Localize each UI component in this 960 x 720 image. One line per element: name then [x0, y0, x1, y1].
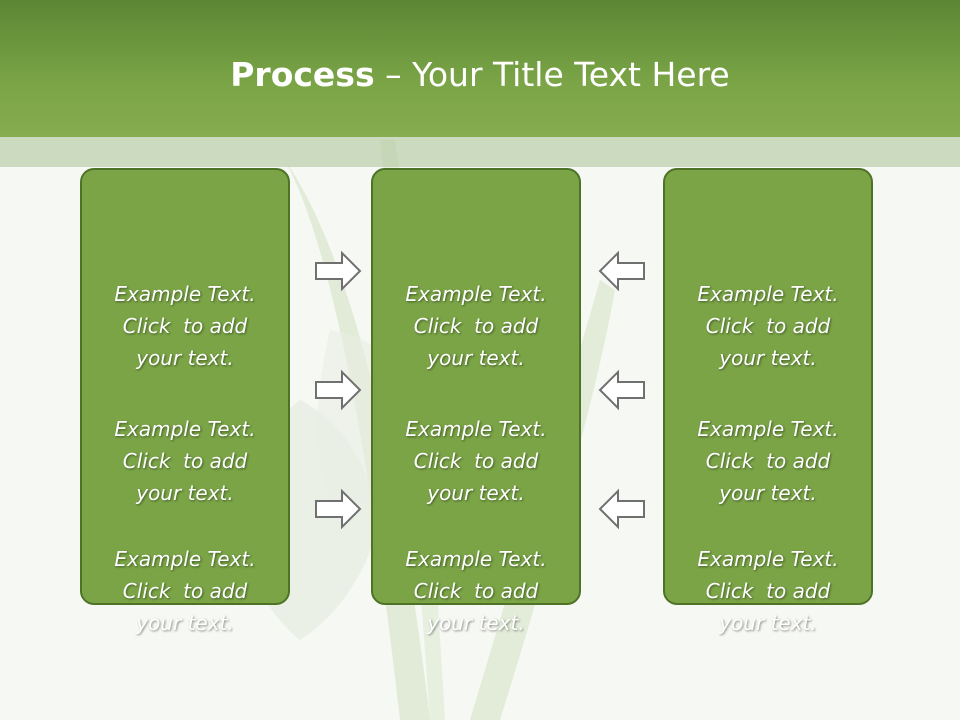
slide-title[interactable]: Process – Your Title Text Here [0, 52, 960, 98]
title-bold: Process [230, 55, 375, 94]
arrow-right-icon[interactable] [314, 369, 362, 411]
arrow-right-icon[interactable] [314, 250, 362, 292]
header-stripe [0, 137, 960, 167]
arrow-left-icon[interactable] [598, 488, 646, 530]
arrow-right-icon[interactable] [314, 488, 362, 530]
arrow-left-icon[interactable] [598, 369, 646, 411]
header-bar [0, 0, 960, 137]
arrow-left-icon[interactable] [598, 250, 646, 292]
title-separator: – [385, 55, 402, 94]
title-text: Your Title Text Here [412, 55, 730, 94]
